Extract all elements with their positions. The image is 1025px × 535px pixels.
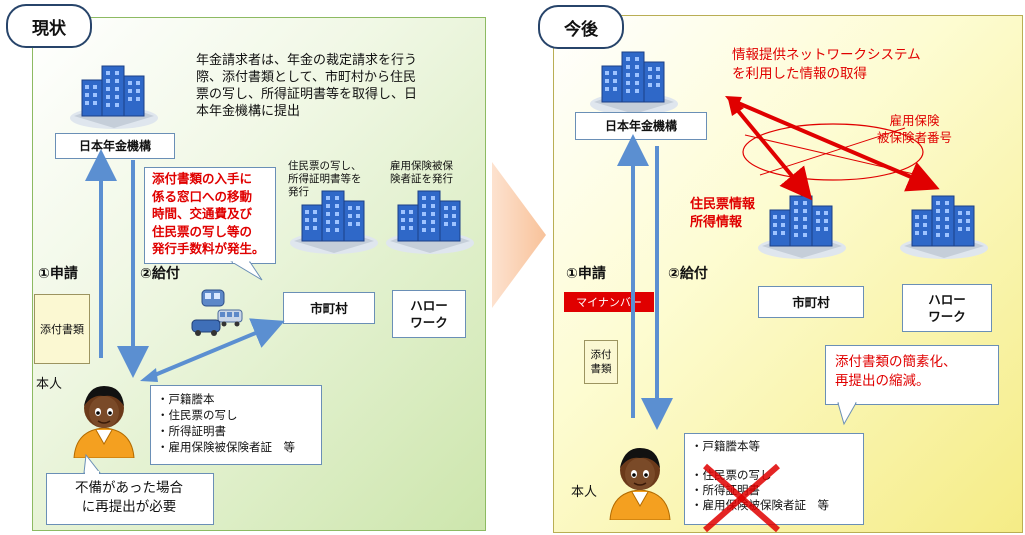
left-person-label: 本人 <box>36 377 63 392</box>
simplify-bubble <box>825 345 999 405</box>
right-person-label: 本人 <box>571 485 598 500</box>
right-docs-list: ・戸籍謄本等 ・住民票の写し ・所得証明書 ・雇用保険被保険者証 等 <box>684 433 864 525</box>
network-system-text: 情報提供ネットワークシステム を利用した情報の取得 <box>732 47 921 82</box>
hellowork-box: ハローワーク <box>392 290 466 338</box>
right-pay-label: ②給付 <box>668 266 708 282</box>
future-badge: 今後 <box>538 5 624 49</box>
insurance-number-text: 雇用保険 被保険者番号 <box>877 113 953 145</box>
right-municipality-building-icon <box>756 190 848 260</box>
left-attachment-document: 添付書類 <box>34 294 90 364</box>
intro-text: 年金請求者は、年金の裁定請求を行う 際、添付書類として、市町村から住民 票の写し… <box>196 53 418 119</box>
left-docs-list: ・戸籍謄本 ・住民票の写し ・所得証明書 ・雇用保険被保険者証 等 <box>150 385 322 465</box>
right-pension-building-icon <box>588 46 680 116</box>
resident-info-text: 住民票情報 所得情報 <box>690 197 756 230</box>
pension-org-box: 日本年金機構 <box>55 133 175 159</box>
hellowork-building-icon <box>384 185 476 255</box>
right-pension-org-box: 日本年金機構 <box>575 112 707 140</box>
cost-note-text: 添付書類の入手に 係る窓口への移動 時間、交通費及び 住民票の写し等の 発行手数… <box>152 171 265 256</box>
pension-org-building-icon <box>68 60 160 130</box>
right-hellowork-box: ハローワーク <box>902 284 992 332</box>
municipality-box: 市町村 <box>283 292 375 324</box>
current-badge: 現状 <box>6 4 92 48</box>
left-apply-label: ①申請 <box>38 266 78 282</box>
right-person-avatar <box>604 440 676 520</box>
cost-note-bubble <box>144 167 276 264</box>
right-hellowork-building-icon <box>898 190 990 260</box>
left-person-avatar <box>68 378 140 458</box>
mynumber-badge: マイナンバー <box>564 292 654 312</box>
hellowork-note: 雇用保険被保 険者証を発行 <box>390 160 453 185</box>
municipality-note: 住民票の写し、 所得証明書等を 発行 <box>288 160 362 198</box>
transport-icon <box>191 289 243 336</box>
right-apply-label: ①申請 <box>566 266 606 282</box>
resubmit-text: 不備があった場合 に再提出が必要 <box>75 480 183 515</box>
left-pay-label: ②給付 <box>140 266 180 282</box>
right-municipality-box: 市町村 <box>758 286 864 318</box>
simplify-text: 添付書類の簡素化、 再提出の縮減。 <box>835 354 957 389</box>
transition-arrow <box>492 162 546 308</box>
resubmit-bubble <box>46 473 214 525</box>
right-attachment-document: 添付書類 <box>584 340 618 384</box>
